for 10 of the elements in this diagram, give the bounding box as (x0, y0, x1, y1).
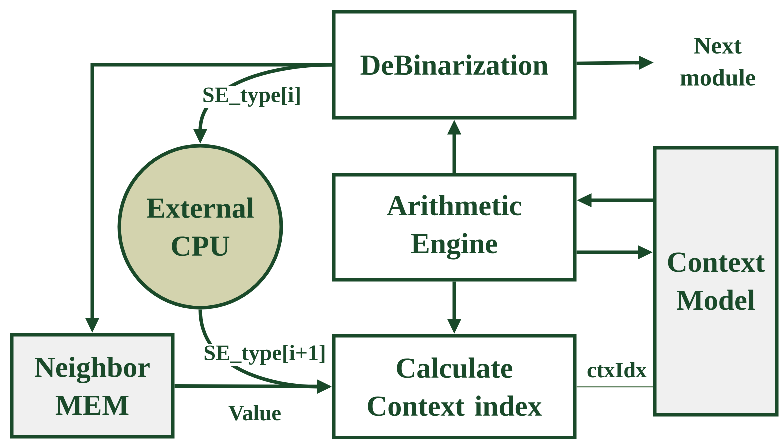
process-box: DeBinarization (332, 10, 577, 120)
output-label: Next module (680, 38, 756, 86)
edge-label: SE_type[i+1] (202, 344, 328, 366)
process-box: Arithmetic Engine (332, 173, 577, 282)
memory-box: Neighbor MEM (10, 333, 175, 439)
edge-label: ctxIdx (586, 361, 648, 379)
memory-box: Context Model (653, 146, 779, 417)
process-box: Calculate Context index (332, 334, 577, 439)
edge-label: Value (228, 404, 282, 422)
edge-label: SE_type[i] (202, 86, 302, 108)
